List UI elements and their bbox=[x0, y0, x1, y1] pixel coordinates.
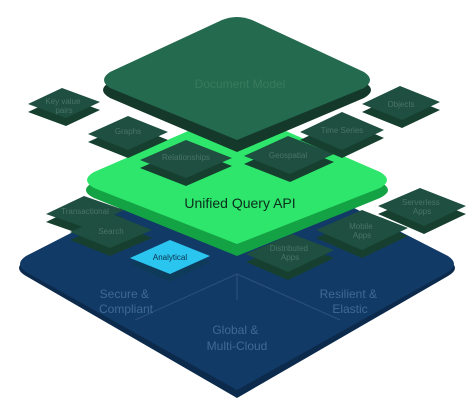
tile-transactional: Transactional bbox=[46, 196, 124, 236]
tile-graphs: Graphs bbox=[88, 116, 168, 158]
tile-objects-label: Objects bbox=[387, 100, 414, 109]
unified-query-api-label: Unified Query API bbox=[184, 195, 295, 211]
tile-serverless-apps-label: Serverless Apps bbox=[402, 198, 442, 216]
tile-objects: Objects bbox=[362, 86, 440, 128]
tile-relationships: Relationships bbox=[140, 140, 232, 186]
tile-search: Search bbox=[70, 214, 152, 256]
tile-key-value-pairs: Key value pairs bbox=[28, 88, 100, 126]
tile-relationships-label: Relationships bbox=[162, 153, 210, 162]
tile-mobile-apps: Mobile Apps bbox=[316, 210, 408, 258]
tile-key-value-label: Key value pairs bbox=[45, 97, 82, 115]
tile-time-series-label: Time Series bbox=[321, 126, 363, 135]
tile-transactional-label: Transactional bbox=[61, 207, 109, 216]
tile-distributed-apps: Distributed Apps bbox=[246, 234, 334, 280]
platform-secure-label: Secure & Compliant bbox=[99, 287, 154, 316]
platform-global-label: Global & Multi-Cloud bbox=[207, 323, 268, 353]
tile-time-series: Time Series bbox=[300, 112, 384, 158]
tile-mobile-apps-label: Mobile Apps bbox=[349, 222, 375, 240]
tile-search-label: Search bbox=[98, 227, 123, 236]
document-model-label: Document Model bbox=[195, 77, 286, 91]
tile-analytical: Analytical bbox=[130, 240, 210, 282]
tile-geospatial-label: Geospatial bbox=[269, 151, 307, 160]
tile-serverless-apps: Serverless Apps bbox=[378, 188, 466, 234]
tile-distributed-apps-label: Distributed Apps bbox=[270, 244, 310, 262]
tile-graphs-label: Graphs bbox=[115, 127, 141, 136]
platform-resilient-label: Resilient & Elastic bbox=[320, 287, 381, 316]
tile-geospatial: Geospatial bbox=[244, 136, 334, 182]
tile-analytical-label: Analytical bbox=[153, 253, 187, 262]
document-model-layer: Document Model bbox=[103, 17, 371, 152]
